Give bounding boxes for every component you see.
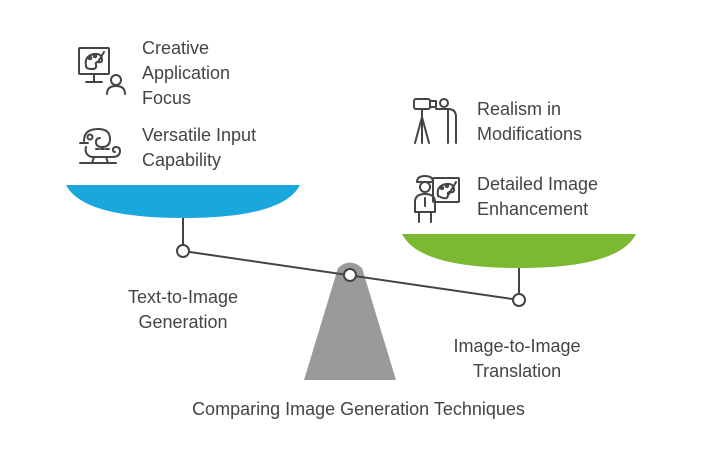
chameleon-icon [76, 121, 128, 173]
feature-detailed-image-enhancement: Detailed Image Enhancement [477, 174, 599, 219]
left-pan [66, 185, 300, 218]
fulcrum [304, 262, 396, 380]
camera-tripod-photographer-icon [411, 95, 463, 147]
feature-creative-application-focus: Creative Application Focus [142, 38, 231, 108]
right-technique-label: Image-to-Image Translation [453, 336, 581, 381]
feature-realism-in-modifications: Realism in Modifications [477, 99, 583, 144]
easel-artist-icon [76, 44, 128, 96]
right-pan-joint [512, 293, 526, 307]
left-pan-joint [176, 244, 190, 258]
pivot-joint [343, 268, 357, 282]
left-technique-label: Text-to-Image Generation [127, 287, 239, 332]
painter-palette-icon [411, 172, 463, 224]
diagram-title: Comparing Image Generation Techniques [192, 399, 525, 419]
feature-versatile-input-capability: Versatile Input Capability [142, 125, 257, 170]
right-pan [402, 234, 636, 268]
